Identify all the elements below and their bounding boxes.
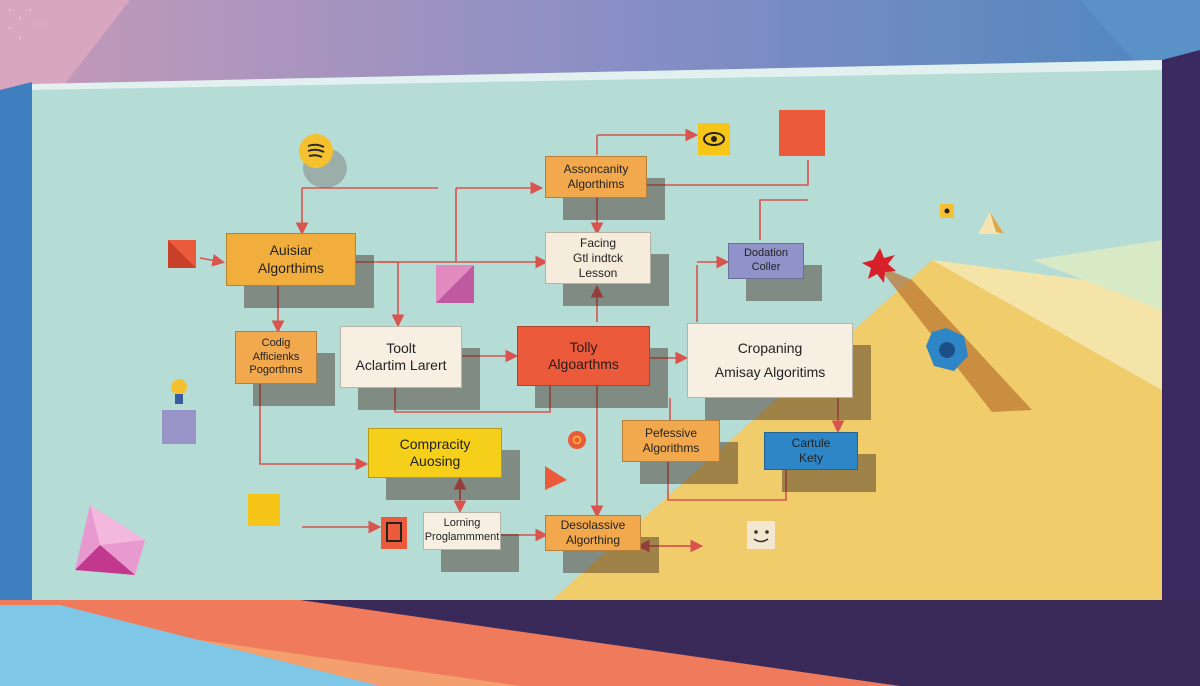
node-label: Auisiar [269, 242, 313, 258]
node-label: Algorthims [257, 259, 325, 276]
starburst-icon [862, 248, 896, 283]
node-label: Tolly [569, 338, 598, 355]
node-codig[interactable]: Codig Afficienks Pogorthms [235, 331, 317, 384]
node-label: Cartule [791, 436, 831, 450]
node-label: Amisay Algoritims [714, 363, 826, 380]
node-label: Kety [798, 451, 823, 465]
yellow-square [248, 494, 280, 526]
triangle-play-icon [545, 466, 567, 490]
node-facing[interactable]: Facing Gtl indtck Lesson [545, 232, 651, 284]
node-label: Facing [579, 235, 617, 250]
node-tolly[interactable]: Tolly Algoarthms [517, 326, 650, 386]
node-label: Algorthing [565, 533, 621, 547]
node-cropaning[interactable]: Cropaning Amisay Algoritims [687, 323, 853, 398]
node-lorning[interactable]: Lorning Proglammment [423, 512, 501, 550]
eye-icon [698, 123, 730, 155]
node-label: Auosing [409, 453, 461, 469]
node-label: Desolassive [560, 518, 626, 532]
node-label: Gtl indtck [572, 250, 623, 265]
node-label: Algorithms [642, 441, 700, 455]
node-label: Codig [261, 336, 291, 349]
node-label: Cropaning [737, 340, 803, 356]
node-label: Dodation [743, 247, 789, 260]
node-label: Lorning [443, 517, 481, 530]
lightbulb-icon [162, 379, 196, 444]
node-label: Toolt [386, 339, 416, 356]
node-toolt[interactable]: Toolt Aclartim Larert [340, 326, 462, 388]
node-label: Proglammment [424, 531, 500, 543]
red-square [779, 110, 825, 156]
node-pefessive[interactable]: Pefessive Algorithms [622, 420, 720, 462]
orange-dot [568, 431, 586, 449]
node-assoncanity[interactable]: Assoncanity Algorthims [545, 156, 647, 198]
node-label: Lesson [578, 265, 618, 280]
node-label: Algorthims [567, 177, 625, 191]
node-label: Algoarthms [548, 356, 619, 372]
node-label: Coller [751, 261, 781, 273]
node-desolassive[interactable]: Desolassive Algorthing [545, 515, 641, 551]
node-label: Compracity [399, 435, 471, 452]
clipboard-icon [381, 517, 407, 549]
smiley-icon [747, 521, 775, 549]
node-auisiar[interactable]: Auisiar Algorthims [226, 233, 356, 286]
audio-badge-icon [299, 134, 347, 188]
node-compracity[interactable]: Compracity Auosing [368, 428, 502, 478]
node-label: Pogorthms [249, 364, 303, 377]
node-label: Aclartim Larert [355, 357, 447, 373]
node-label: Assoncanity [563, 162, 629, 176]
hexagon-icon [926, 328, 968, 371]
node-label: Afficienks [252, 350, 300, 363]
node-label: Pefessive [644, 426, 698, 440]
node-cartule[interactable]: Cartule Kety [764, 432, 858, 470]
node-dodation[interactable]: Dodation Coller [728, 243, 804, 279]
